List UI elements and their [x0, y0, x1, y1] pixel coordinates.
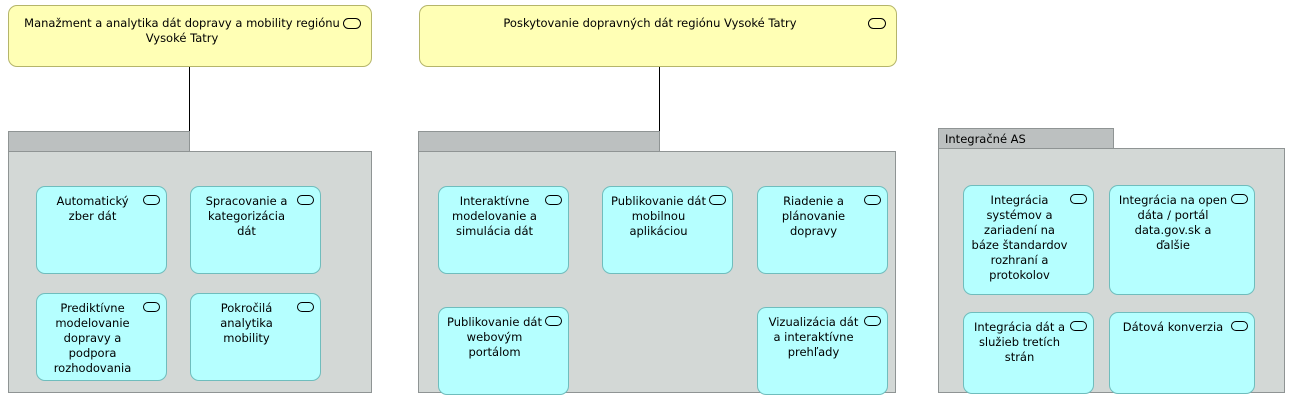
connector-process1-to-group1: [189, 67, 191, 135]
application-service-icon: [343, 18, 361, 29]
service-label: Integrácia dát a služieb tretích strán: [973, 320, 1066, 364]
application-service-icon: [143, 195, 160, 205]
application-service-icon: [1231, 321, 1248, 331]
service-box-integracia-systemov-zariadeni[interactable]: Integrácia systémov a zariadení na báze …: [963, 185, 1094, 295]
service-label: Publikovanie dát mobilnou aplikáciou: [611, 194, 706, 238]
group-container-2: Interaktívne modelovanie a simulácia dát…: [418, 131, 896, 395]
process-label: Manažment a analytika dát dopravy a mobi…: [24, 16, 340, 45]
group-body: Integrácia systémov a zariadení na báze …: [938, 148, 1285, 394]
service-box-publikovanie-webovym-portalom[interactable]: Publikovanie dát webovým portálom: [438, 307, 569, 395]
connector-process2-to-group2: [659, 67, 661, 135]
service-label: Integrácia na open dáta / portál data.go…: [1118, 193, 1228, 252]
service-box-prediktivne-modelovanie[interactable]: Prediktívne modelovanie dopravy a podpor…: [36, 293, 167, 381]
service-label: Spracovanie a kategorizácia dát: [205, 194, 288, 238]
group-tab[interactable]: [418, 131, 660, 152]
application-service-icon: [864, 316, 881, 326]
process-label: Poskytovanie dopravných dát regiónu Vyso…: [503, 16, 797, 30]
application-service-icon: [868, 18, 886, 29]
service-box-interaktivne-modelovanie[interactable]: Interaktívne modelovanie a simulácia dát: [438, 186, 569, 274]
application-service-icon: [709, 195, 726, 205]
application-service-icon: [545, 195, 562, 205]
service-box-riadenie-planovanie-dopravy[interactable]: Riadenie a plánovanie dopravy: [757, 186, 888, 274]
service-box-vizualizacia-prehlady[interactable]: Vizualizácia dát a interaktívne prehľady: [757, 307, 888, 395]
service-label: Publikovanie dát webovým portálom: [447, 315, 542, 359]
service-label: Vizualizácia dát a interaktívne prehľady: [768, 315, 859, 359]
application-service-icon: [1070, 321, 1087, 331]
service-label: Automatický zber dát: [56, 194, 129, 223]
application-service-icon: [864, 195, 881, 205]
service-label: Integrácia systémov a zariadení na báze …: [971, 193, 1068, 282]
group-tab[interactable]: Integračné AS: [938, 128, 1114, 149]
application-service-icon: [143, 302, 160, 312]
process-box-management-analytics[interactable]: Manažment a analytika dát dopravy a mobi…: [8, 5, 372, 67]
service-box-integracia-dat-tretich-stran[interactable]: Integrácia dát a služieb tretích strán: [963, 312, 1094, 394]
application-service-icon: [545, 316, 562, 326]
group-body: Automatický zber dát Spracovanie a kateg…: [8, 151, 372, 393]
service-box-spracovanie-kategorizacia[interactable]: Spracovanie a kategorizácia dát: [190, 186, 321, 274]
application-service-icon: [297, 302, 314, 312]
service-label: Dátová konverzia: [1122, 320, 1224, 334]
process-box-data-provision[interactable]: Poskytovanie dopravných dát regiónu Vyso…: [419, 5, 897, 67]
service-label: Riadenie a plánovanie dopravy: [781, 194, 846, 238]
service-label: Pokročilá analytika mobility: [220, 301, 273, 345]
group-body: Interaktívne modelovanie a simulácia dát…: [418, 151, 896, 395]
service-box-integracia-open-data[interactable]: Integrácia na open dáta / portál data.go…: [1109, 185, 1255, 295]
application-service-icon: [297, 195, 314, 205]
service-label: Interaktívne modelovanie a simulácia dát: [452, 194, 537, 238]
service-box-publikovanie-mobilnou-aplikaciou[interactable]: Publikovanie dát mobilnou aplikáciou: [602, 186, 733, 274]
group-tab-label: Integračné AS: [945, 132, 1026, 146]
service-box-datova-konverzia[interactable]: Dátová konverzia: [1109, 312, 1255, 394]
group-container-1: Automatický zber dát Spracovanie a kateg…: [8, 131, 372, 393]
group-tab[interactable]: [8, 131, 190, 152]
service-box-automaticky-zber-dat[interactable]: Automatický zber dát: [36, 186, 167, 274]
application-service-icon: [1070, 194, 1087, 204]
application-service-icon: [1231, 194, 1248, 204]
service-label: Prediktívne modelovanie dopravy a podpor…: [53, 301, 132, 375]
service-box-pokrocila-analytika[interactable]: Pokročilá analytika mobility: [190, 293, 321, 381]
group-container-integracne-as: Integračné AS Integrácia systémov a zari…: [938, 128, 1285, 394]
